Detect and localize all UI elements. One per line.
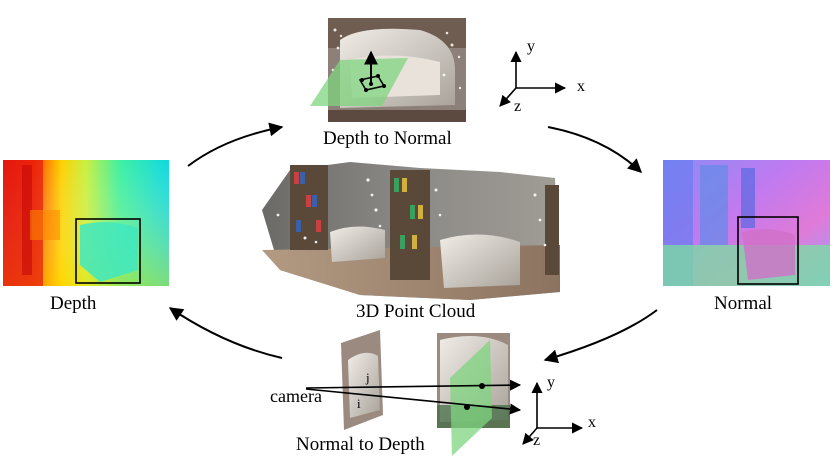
normal-plane <box>310 58 408 106</box>
depth-to-normal-image <box>310 18 466 122</box>
axis-bottom-x-label: x <box>588 414 596 431</box>
arrow-normal-to-bottom <box>543 309 658 364</box>
depth-highlight-box <box>75 218 141 284</box>
label-depth-to-normal: Depth to Normal <box>323 128 452 149</box>
axis-bottom-z-label: z <box>533 432 541 449</box>
axes-bottom <box>522 381 584 445</box>
point-cloud-image <box>262 162 560 300</box>
arrow-top-to-normal <box>547 126 643 173</box>
normal-to-depth-illustration <box>305 330 522 456</box>
depth-plane <box>450 340 492 456</box>
pixel-label-i: i <box>357 396 361 411</box>
axis-top-x-label: x <box>577 78 585 95</box>
depth-image <box>3 160 169 286</box>
normal-highlight-box <box>737 216 799 285</box>
axes-top <box>499 50 567 107</box>
label-point-cloud: 3D Point Cloud <box>356 301 476 322</box>
label-normal-to-depth: Normal to Depth <box>296 434 425 455</box>
axis-top-y-label: y <box>527 38 535 55</box>
cycle-arrows <box>168 122 658 364</box>
normal-image <box>663 160 830 286</box>
label-depth: Depth <box>50 293 97 314</box>
axis-bottom-y-label: y <box>547 374 555 391</box>
label-normal: Normal <box>714 293 773 314</box>
axis-top-z-label: z <box>514 98 522 115</box>
label-camera: camera <box>270 386 322 406</box>
arrow-depth-to-top <box>187 122 284 167</box>
arrow-bottom-to-depth <box>168 307 283 359</box>
pixel-label-j: j <box>366 370 370 385</box>
